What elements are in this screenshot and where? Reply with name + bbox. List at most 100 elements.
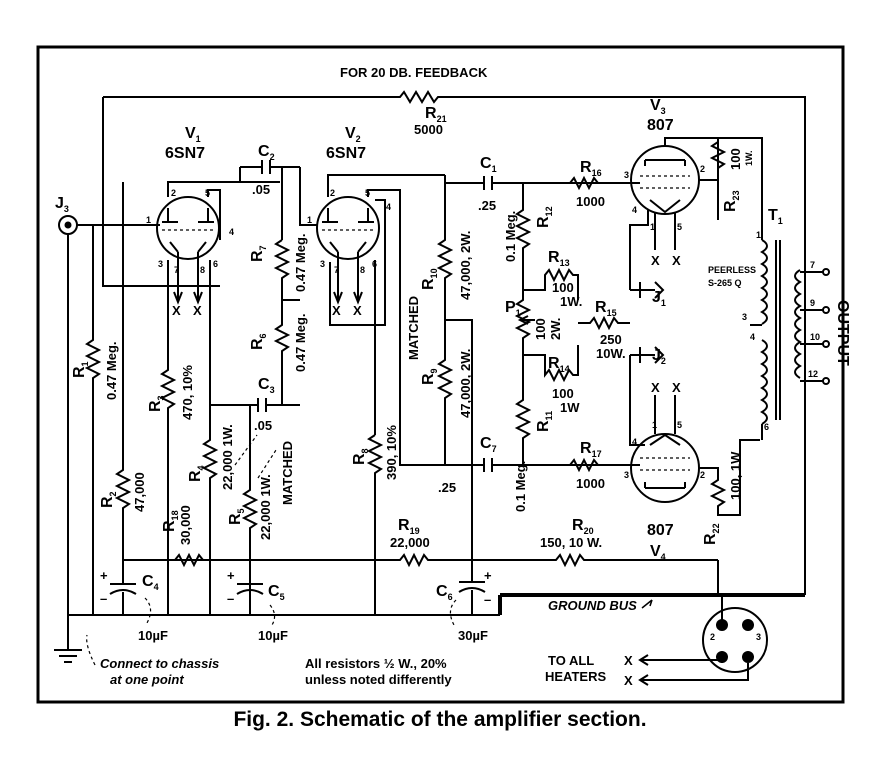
svg-text:.25: .25 <box>438 480 456 495</box>
svg-text:100: 100 <box>728 148 743 170</box>
resistor-r21: R21 5000 <box>414 105 447 137</box>
svg-text:X: X <box>651 380 660 395</box>
svg-text:9: 9 <box>810 298 815 308</box>
svg-text:8: 8 <box>360 265 365 275</box>
svg-text:2: 2 <box>330 188 335 198</box>
svg-text:30,000: 30,000 <box>178 505 193 545</box>
svg-text:4: 4 <box>229 227 234 237</box>
chassis-note-line1: Connect to chassis <box>100 656 219 671</box>
heaters-label-line1: TO ALL <box>548 653 594 668</box>
svg-text:P1: P1 <box>505 299 521 318</box>
svg-text:3: 3 <box>756 632 761 642</box>
svg-text:4: 4 <box>632 437 637 447</box>
svg-text:–: – <box>484 592 491 607</box>
svg-text:12: 12 <box>808 369 818 379</box>
svg-text:.05: .05 <box>252 182 270 197</box>
svg-text:30µF: 30µF <box>458 628 488 643</box>
svg-text:1: 1 <box>650 222 655 232</box>
svg-text:X: X <box>332 303 341 318</box>
svg-text:1000: 1000 <box>576 476 605 491</box>
svg-text:R13: R13 <box>548 249 570 268</box>
svg-text:6SN7: 6SN7 <box>165 145 205 162</box>
resistor-r9: R9 47,000, 2W. <box>420 320 473 465</box>
svg-text:4: 4 <box>386 202 391 212</box>
svg-text:3: 3 <box>624 170 629 180</box>
svg-text:.05: .05 <box>254 418 272 433</box>
svg-text:0.1 Meg.: 0.1 Meg. <box>503 211 518 262</box>
svg-text:X: X <box>672 253 681 268</box>
svg-text:R23: R23 <box>722 190 741 212</box>
svg-text:R6: R6 <box>249 333 268 350</box>
svg-text:4: 4 <box>750 332 755 342</box>
resistor-r19: R19 22,000 <box>390 517 430 550</box>
svg-text:T1: T1 <box>768 207 783 226</box>
svg-text:PEERLESS: PEERLESS <box>708 265 756 275</box>
svg-text:7: 7 <box>334 265 339 275</box>
svg-text:X: X <box>193 303 202 318</box>
svg-text:2W.: 2W. <box>548 318 563 340</box>
svg-text:2: 2 <box>700 470 705 480</box>
svg-text:1: 1 <box>307 215 312 225</box>
resistor-r22: 100, 1W R22 <box>702 439 760 545</box>
feedback-path: FOR 20 DB. FEEDBACK <box>102 65 806 595</box>
svg-text:R1: R1 <box>71 361 90 378</box>
svg-text:100: 100 <box>552 386 574 401</box>
svg-text:0.1 Meg.: 0.1 Meg. <box>513 461 528 512</box>
svg-text:3: 3 <box>158 259 163 269</box>
jack-j3: J3 <box>55 195 160 615</box>
figure-caption: Fig. 2. Schematic of the amplifier secti… <box>233 708 647 731</box>
svg-text:3: 3 <box>742 312 747 322</box>
svg-text:1W: 1W <box>560 400 580 415</box>
svg-text:10µF: 10µF <box>138 628 168 643</box>
svg-text:R16: R16 <box>580 159 602 178</box>
svg-text:C5: C5 <box>268 583 285 602</box>
svg-text:R19: R19 <box>398 517 420 536</box>
svg-text:R11: R11 <box>535 411 554 432</box>
svg-text:V4: V4 <box>650 543 666 562</box>
svg-text:+: + <box>227 568 235 583</box>
svg-text:V1: V1 <box>185 125 201 144</box>
resistor-r12: 0.1 Meg. R12 <box>503 183 554 290</box>
svg-text:3: 3 <box>624 470 629 480</box>
capacitor-c5: C5 + – 10µF <box>227 560 288 643</box>
svg-text:X: X <box>624 673 633 688</box>
svg-text:1: 1 <box>652 420 657 430</box>
svg-text:C1: C1 <box>480 155 497 174</box>
svg-text:R22: R22 <box>702 523 721 545</box>
capacitor-c4: C4 + – 10µF <box>100 560 168 643</box>
potentiometer-p1: P1 100 2W. <box>505 290 563 385</box>
svg-text:R2: R2 <box>99 491 118 508</box>
feedback-label: FOR 20 DB. FEEDBACK <box>340 65 488 80</box>
svg-text:2: 2 <box>171 188 176 198</box>
svg-text:100: 100 <box>552 280 574 295</box>
svg-text:V2: V2 <box>345 125 361 144</box>
svg-text:C6: C6 <box>436 583 453 602</box>
svg-text:1000: 1000 <box>576 194 605 209</box>
svg-text:0.47 Meg.: 0.47 Meg. <box>104 341 119 400</box>
svg-text:7: 7 <box>174 265 179 275</box>
svg-text:100, 1W: 100, 1W <box>728 451 743 500</box>
ground-bus-label: GROUND BUS <box>548 598 637 613</box>
matched-label-load: MATCHED <box>280 441 295 505</box>
svg-text:250: 250 <box>600 332 622 347</box>
svg-text:22,000 1W.: 22,000 1W. <box>220 424 235 490</box>
svg-text:X: X <box>172 303 181 318</box>
svg-text:150, 10 W.: 150, 10 W. <box>540 535 602 550</box>
jack-j2: J2 <box>630 346 666 366</box>
svg-text:6: 6 <box>213 259 218 269</box>
svg-text:22,000 1W.: 22,000 1W. <box>258 474 273 540</box>
resistor-r6: R6 0.47 Meg. <box>249 299 308 405</box>
resistor-r4: R4 22,000 1W. <box>187 405 235 615</box>
heaters-label-line2: HEATERS <box>545 669 606 684</box>
svg-text:R5: R5 <box>227 508 246 525</box>
svg-text:5: 5 <box>677 222 682 232</box>
resistor-note-line2: unless noted differently <box>305 672 452 687</box>
resistor-r15: R15 250 10W. <box>578 299 630 361</box>
svg-text:X: X <box>672 380 681 395</box>
resistor-r23: 100 1W. R23 <box>709 138 754 212</box>
capacitor-c3: C3 .05 <box>210 376 300 433</box>
schematic-border <box>36 45 845 704</box>
svg-text:8: 8 <box>200 265 205 275</box>
